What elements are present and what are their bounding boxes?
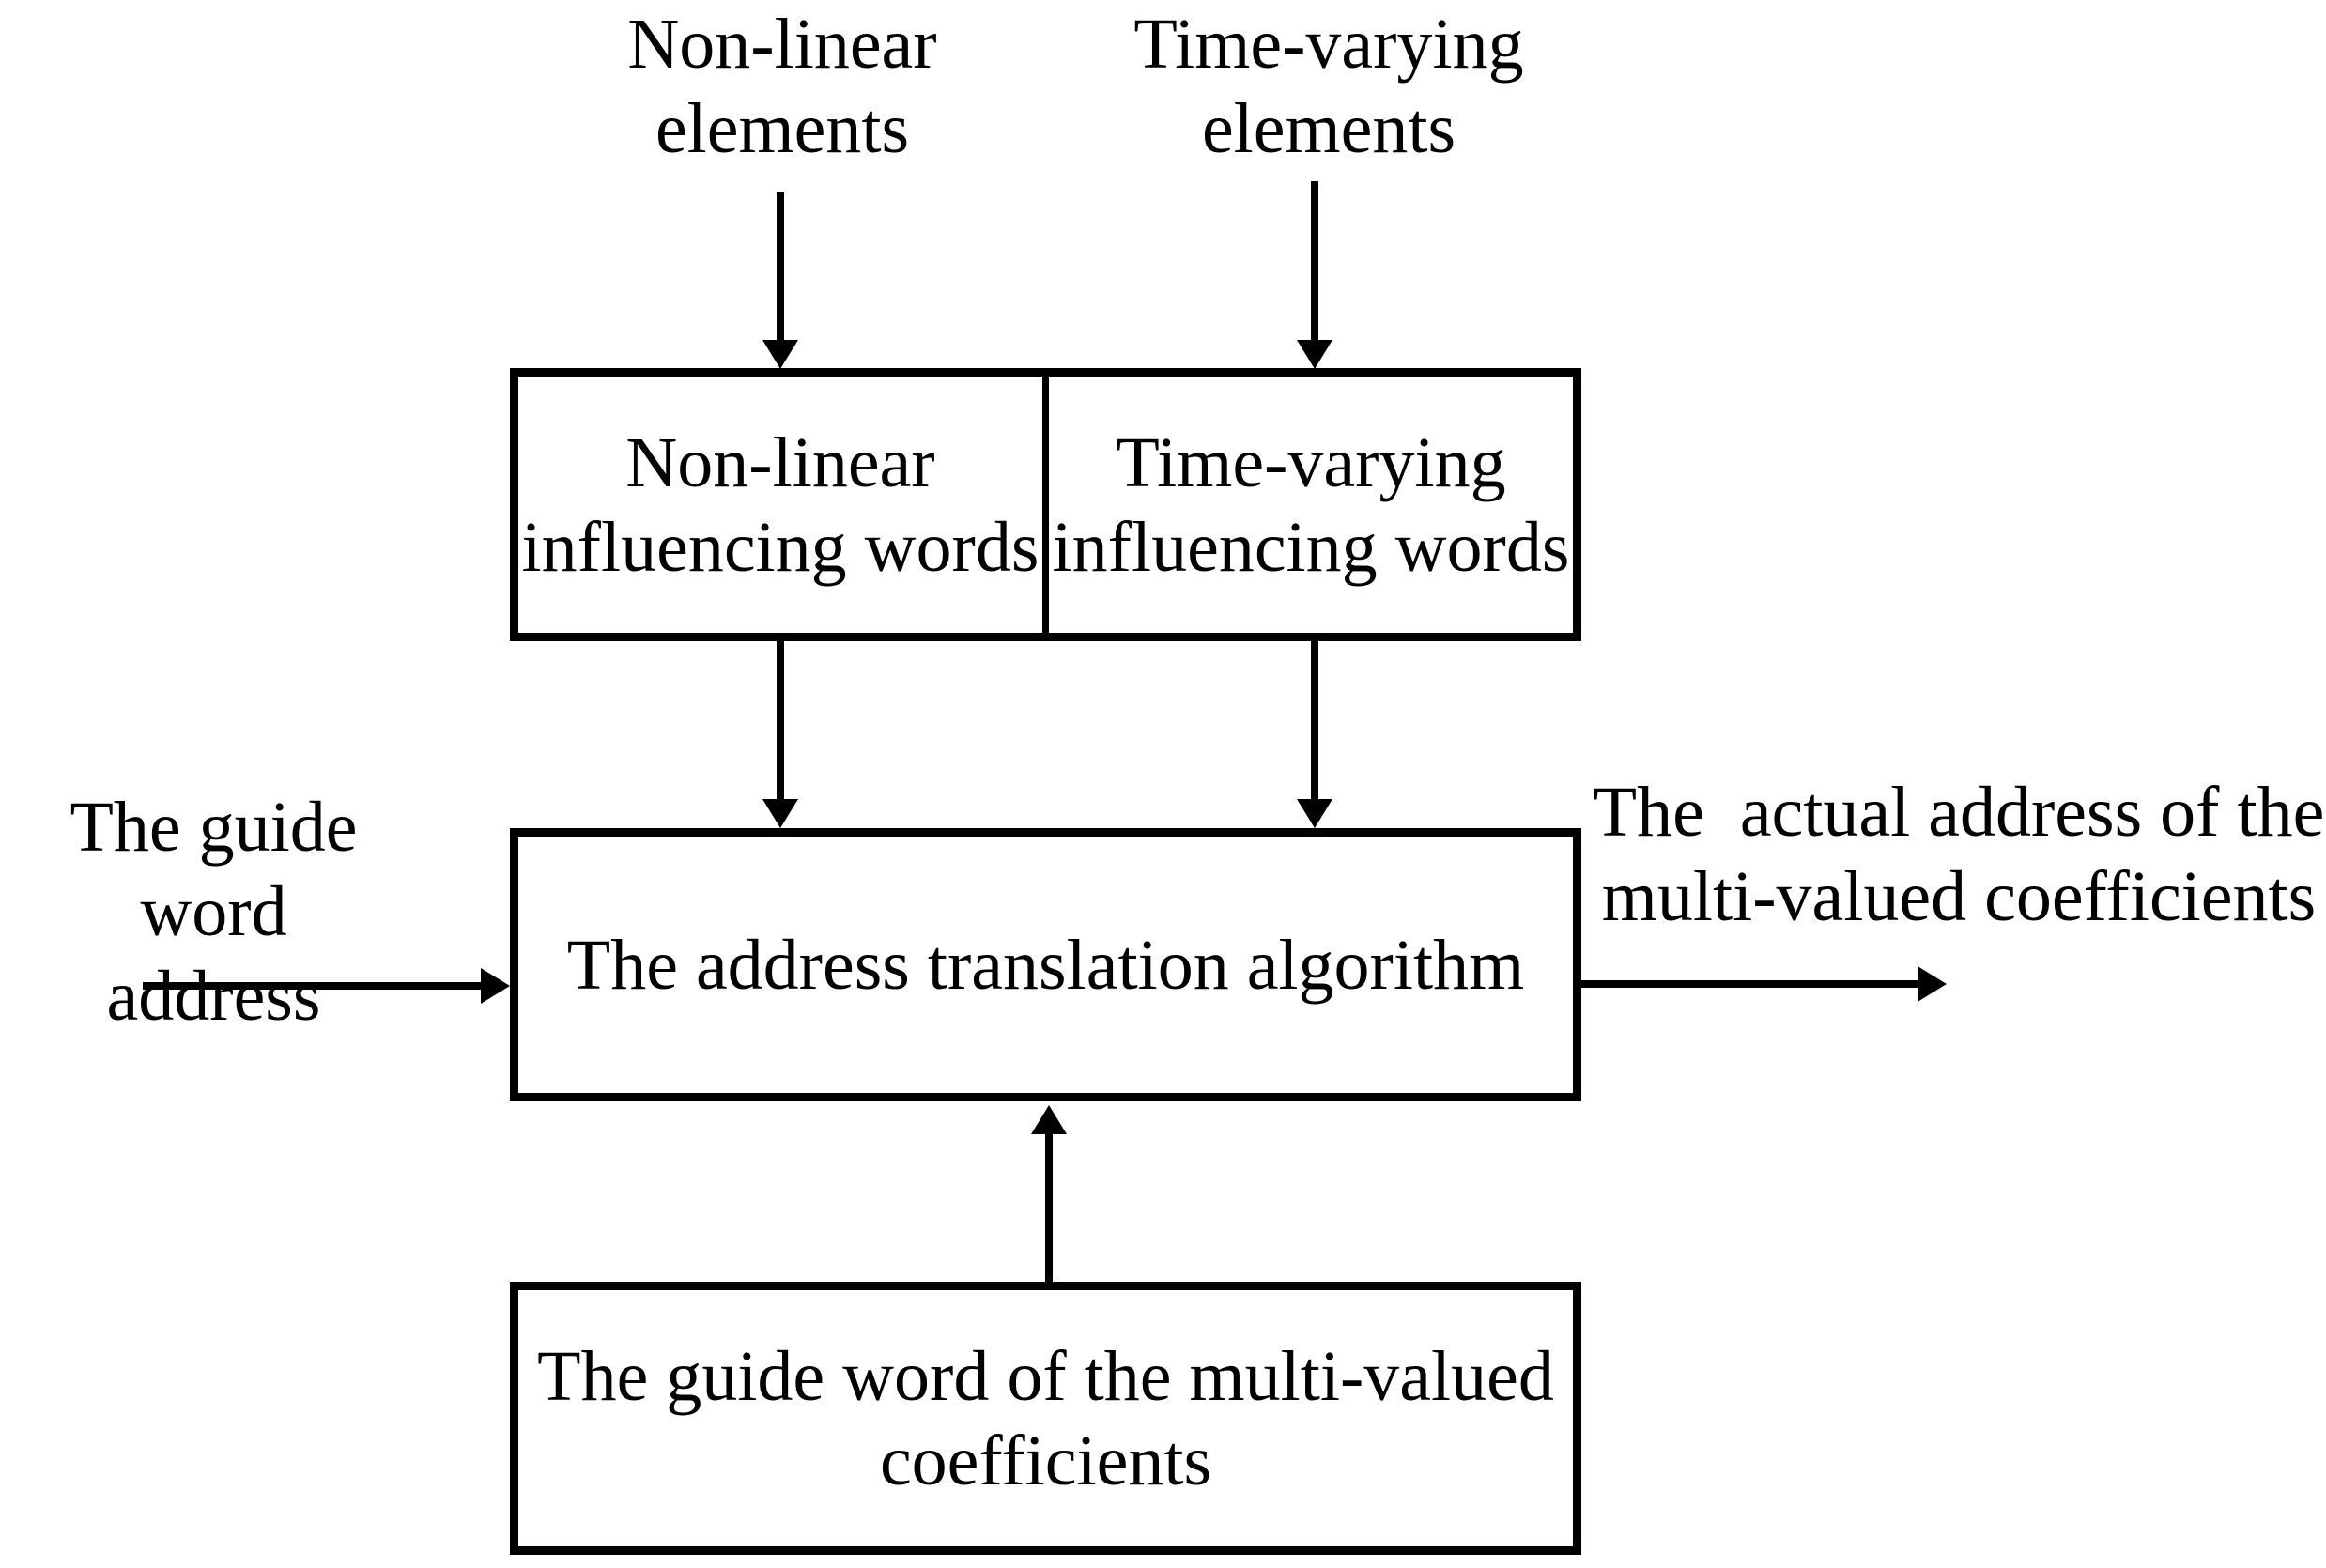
arrow-nonlinear-elements-to-influencing-box [762,192,798,369]
influencing-words-box: Non-linear influencing words Time-varyin… [510,368,1581,641]
label-nonlinear-elements: Non-linear elements [627,5,937,168]
label-timevarying-elements: Time-varying elements [1133,5,1524,168]
guide-word-box: The guide word of the multi-valued coeff… [510,1282,1581,1555]
nonlinear-influencing-words-text: Non-linear influencing words [521,423,1040,587]
arrow-timevarying-words-to-algorithm [1297,640,1332,828]
guide-word-box-text: The guide word of the multi-valued coeff… [537,1336,1554,1500]
label-guide-word-address: The guide word address [69,788,358,1036]
arrow-timevarying-elements-to-influencing-box [1297,181,1332,369]
timevarying-influencing-words-text: Time-varying influencing words [1052,423,1570,587]
arrow-guide-word-address-input [143,968,510,1004]
timevarying-influencing-words-cell: Time-varying influencing words [1049,377,1573,633]
address-translation-algorithm-text: The address translation algorithm [566,925,1525,1005]
address-translation-algorithm-box: The address translation algorithm [510,828,1581,1101]
label-actual-address: The actual address of the multi-valued c… [1593,773,2325,936]
arrow-nonlinear-words-to-algorithm [762,640,798,828]
nonlinear-influencing-words-cell: Non-linear influencing words [518,377,1049,633]
arrow-guide-word-to-algorithm [1031,1105,1067,1282]
arrow-actual-address-output [1581,966,1947,1002]
